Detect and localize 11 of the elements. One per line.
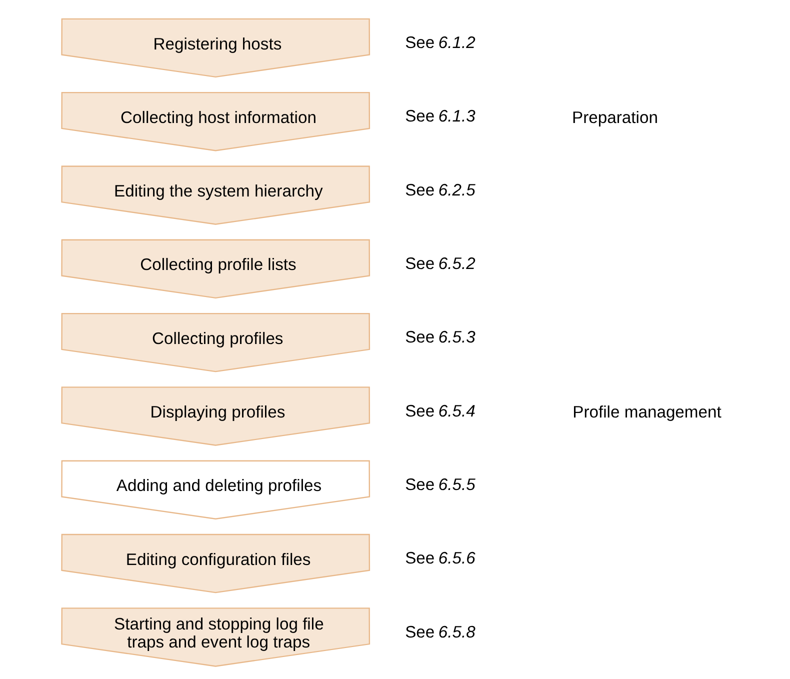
node-label: See 6.5.5: [405, 475, 476, 494]
node-label: See 6.5.4: [405, 401, 476, 420]
node-label: See 6.1.2: [405, 33, 476, 52]
node-label: See 6.5.2: [405, 254, 476, 274]
node-label: See 6.5.6: [405, 548, 476, 568]
label: Preparation: [572, 108, 658, 127]
node-label: See 6.5.3: [405, 328, 476, 347]
node-label: See 6.5.8: [405, 622, 476, 642]
label: Profile management: [572, 402, 722, 422]
node-label: See 6.1.3: [405, 106, 476, 126]
node-label: See 6.2.5: [405, 180, 476, 200]
